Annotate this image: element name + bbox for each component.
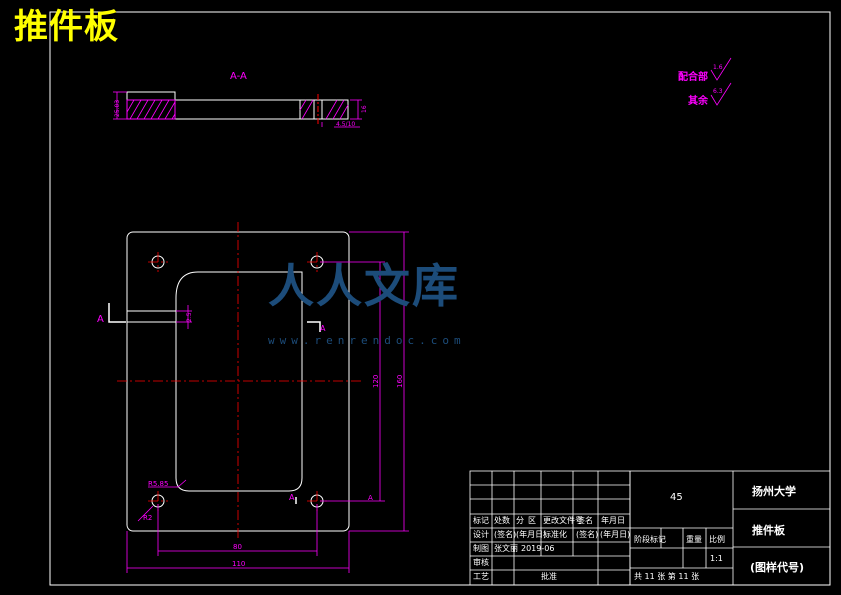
tb-school: 扬州大学 xyxy=(752,485,796,498)
drawing-frame xyxy=(49,11,831,586)
tb-drawing-no: (图样代号) xyxy=(750,561,805,574)
dim-height: 160 xyxy=(396,375,404,388)
tb-approve: 批准 xyxy=(541,572,557,581)
tb-draw-0: 制图 xyxy=(473,544,489,553)
dim-hole-spacing: 80 xyxy=(233,543,242,551)
tb-scale-label: 比例 xyxy=(709,535,725,544)
cut-marker-left: A xyxy=(97,314,104,325)
tb-header-6: 年月日 xyxy=(601,516,625,525)
tb-design-1: (签名) xyxy=(494,530,517,539)
tb-header-1: 处数 xyxy=(494,516,510,525)
cut-marker-dim: A xyxy=(368,494,373,502)
roughness-fit-label: 配合部 xyxy=(678,70,708,83)
roughness-other-label: 其余 xyxy=(688,94,709,107)
tb-sheet-info: 共 11 张 第 11 张 xyxy=(634,572,700,581)
tb-material: 45 xyxy=(670,492,683,503)
tb-draw-1: 张文丽 xyxy=(494,544,518,553)
section-dim-right: 16 xyxy=(361,105,368,113)
dim-radius: R5.85 xyxy=(148,480,168,488)
tb-weight-label: 重量 xyxy=(686,535,702,544)
roughness-fit-value: 1.6 xyxy=(713,64,723,71)
tb-design-4: (签名) xyxy=(576,530,599,539)
tb-header-2: 分 xyxy=(516,516,524,525)
dim-slot: 2.5 xyxy=(186,312,193,322)
tb-part-name: 推件板 xyxy=(752,524,785,537)
dim-hole-radius: R2 xyxy=(143,514,152,522)
cut-marker-right: A xyxy=(320,324,326,333)
title-block xyxy=(469,470,831,586)
section-dim-counterbore: 4.5/10 xyxy=(336,121,355,128)
tb-design-2: (年月日) xyxy=(516,530,547,539)
watermark-url: www.renrendoc.com xyxy=(268,334,466,347)
tb-process: 工艺 xyxy=(473,572,489,581)
tb-check: 审核 xyxy=(473,558,489,567)
tb-header-4: 更改文件号 xyxy=(543,516,583,525)
section-view xyxy=(126,91,349,124)
tb-header-0: 标记 xyxy=(473,516,489,525)
tb-design-0: 设计 xyxy=(473,530,489,539)
roughness-other-value: 6.3 xyxy=(713,88,723,95)
tb-header-5: 签名 xyxy=(577,516,593,525)
cut-marker-bottom: A xyxy=(289,493,295,502)
drawing-title: 推件板 xyxy=(14,7,119,47)
tb-header-3: 区 xyxy=(528,516,536,525)
dim-width: 110 xyxy=(232,560,245,568)
watermark-main: 人人文库 xyxy=(268,259,460,313)
dim-inner-height: 120 xyxy=(372,375,380,388)
tb-scale-value: 1:1 xyxy=(710,554,723,563)
tb-draw-2: 2019-06 xyxy=(521,544,555,553)
tb-design-5: (年月日) xyxy=(600,530,631,539)
section-dim-left: 25.03 xyxy=(114,100,121,117)
tb-design-3: 标准化 xyxy=(543,530,567,539)
tb-stage-label: 阶段标记 xyxy=(634,535,666,544)
section-label: A-A xyxy=(230,71,247,82)
